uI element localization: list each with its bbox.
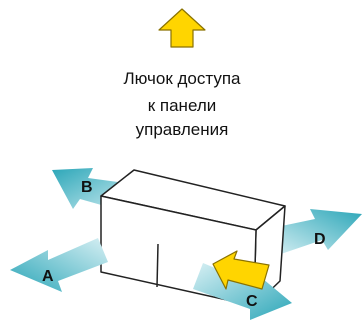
arrow-c-label: C — [246, 293, 258, 310]
access-arrow-front-icon — [212, 250, 270, 290]
caption-line-3: управления — [135, 120, 229, 139]
caption-line-1: Лючок доступа — [123, 69, 241, 88]
clearance-arrow-c-icon — [193, 263, 292, 320]
arrow-b-label: B — [81, 179, 93, 196]
arrow-d-label: D — [314, 231, 326, 248]
access-panel-arrow-icon — [158, 8, 206, 48]
arrow-a-label: A — [42, 268, 54, 285]
clearance-arrow-d-icon — [272, 209, 362, 255]
caption-line-2: к панели — [147, 96, 217, 115]
clearance-arrow-a-icon — [10, 238, 108, 292]
